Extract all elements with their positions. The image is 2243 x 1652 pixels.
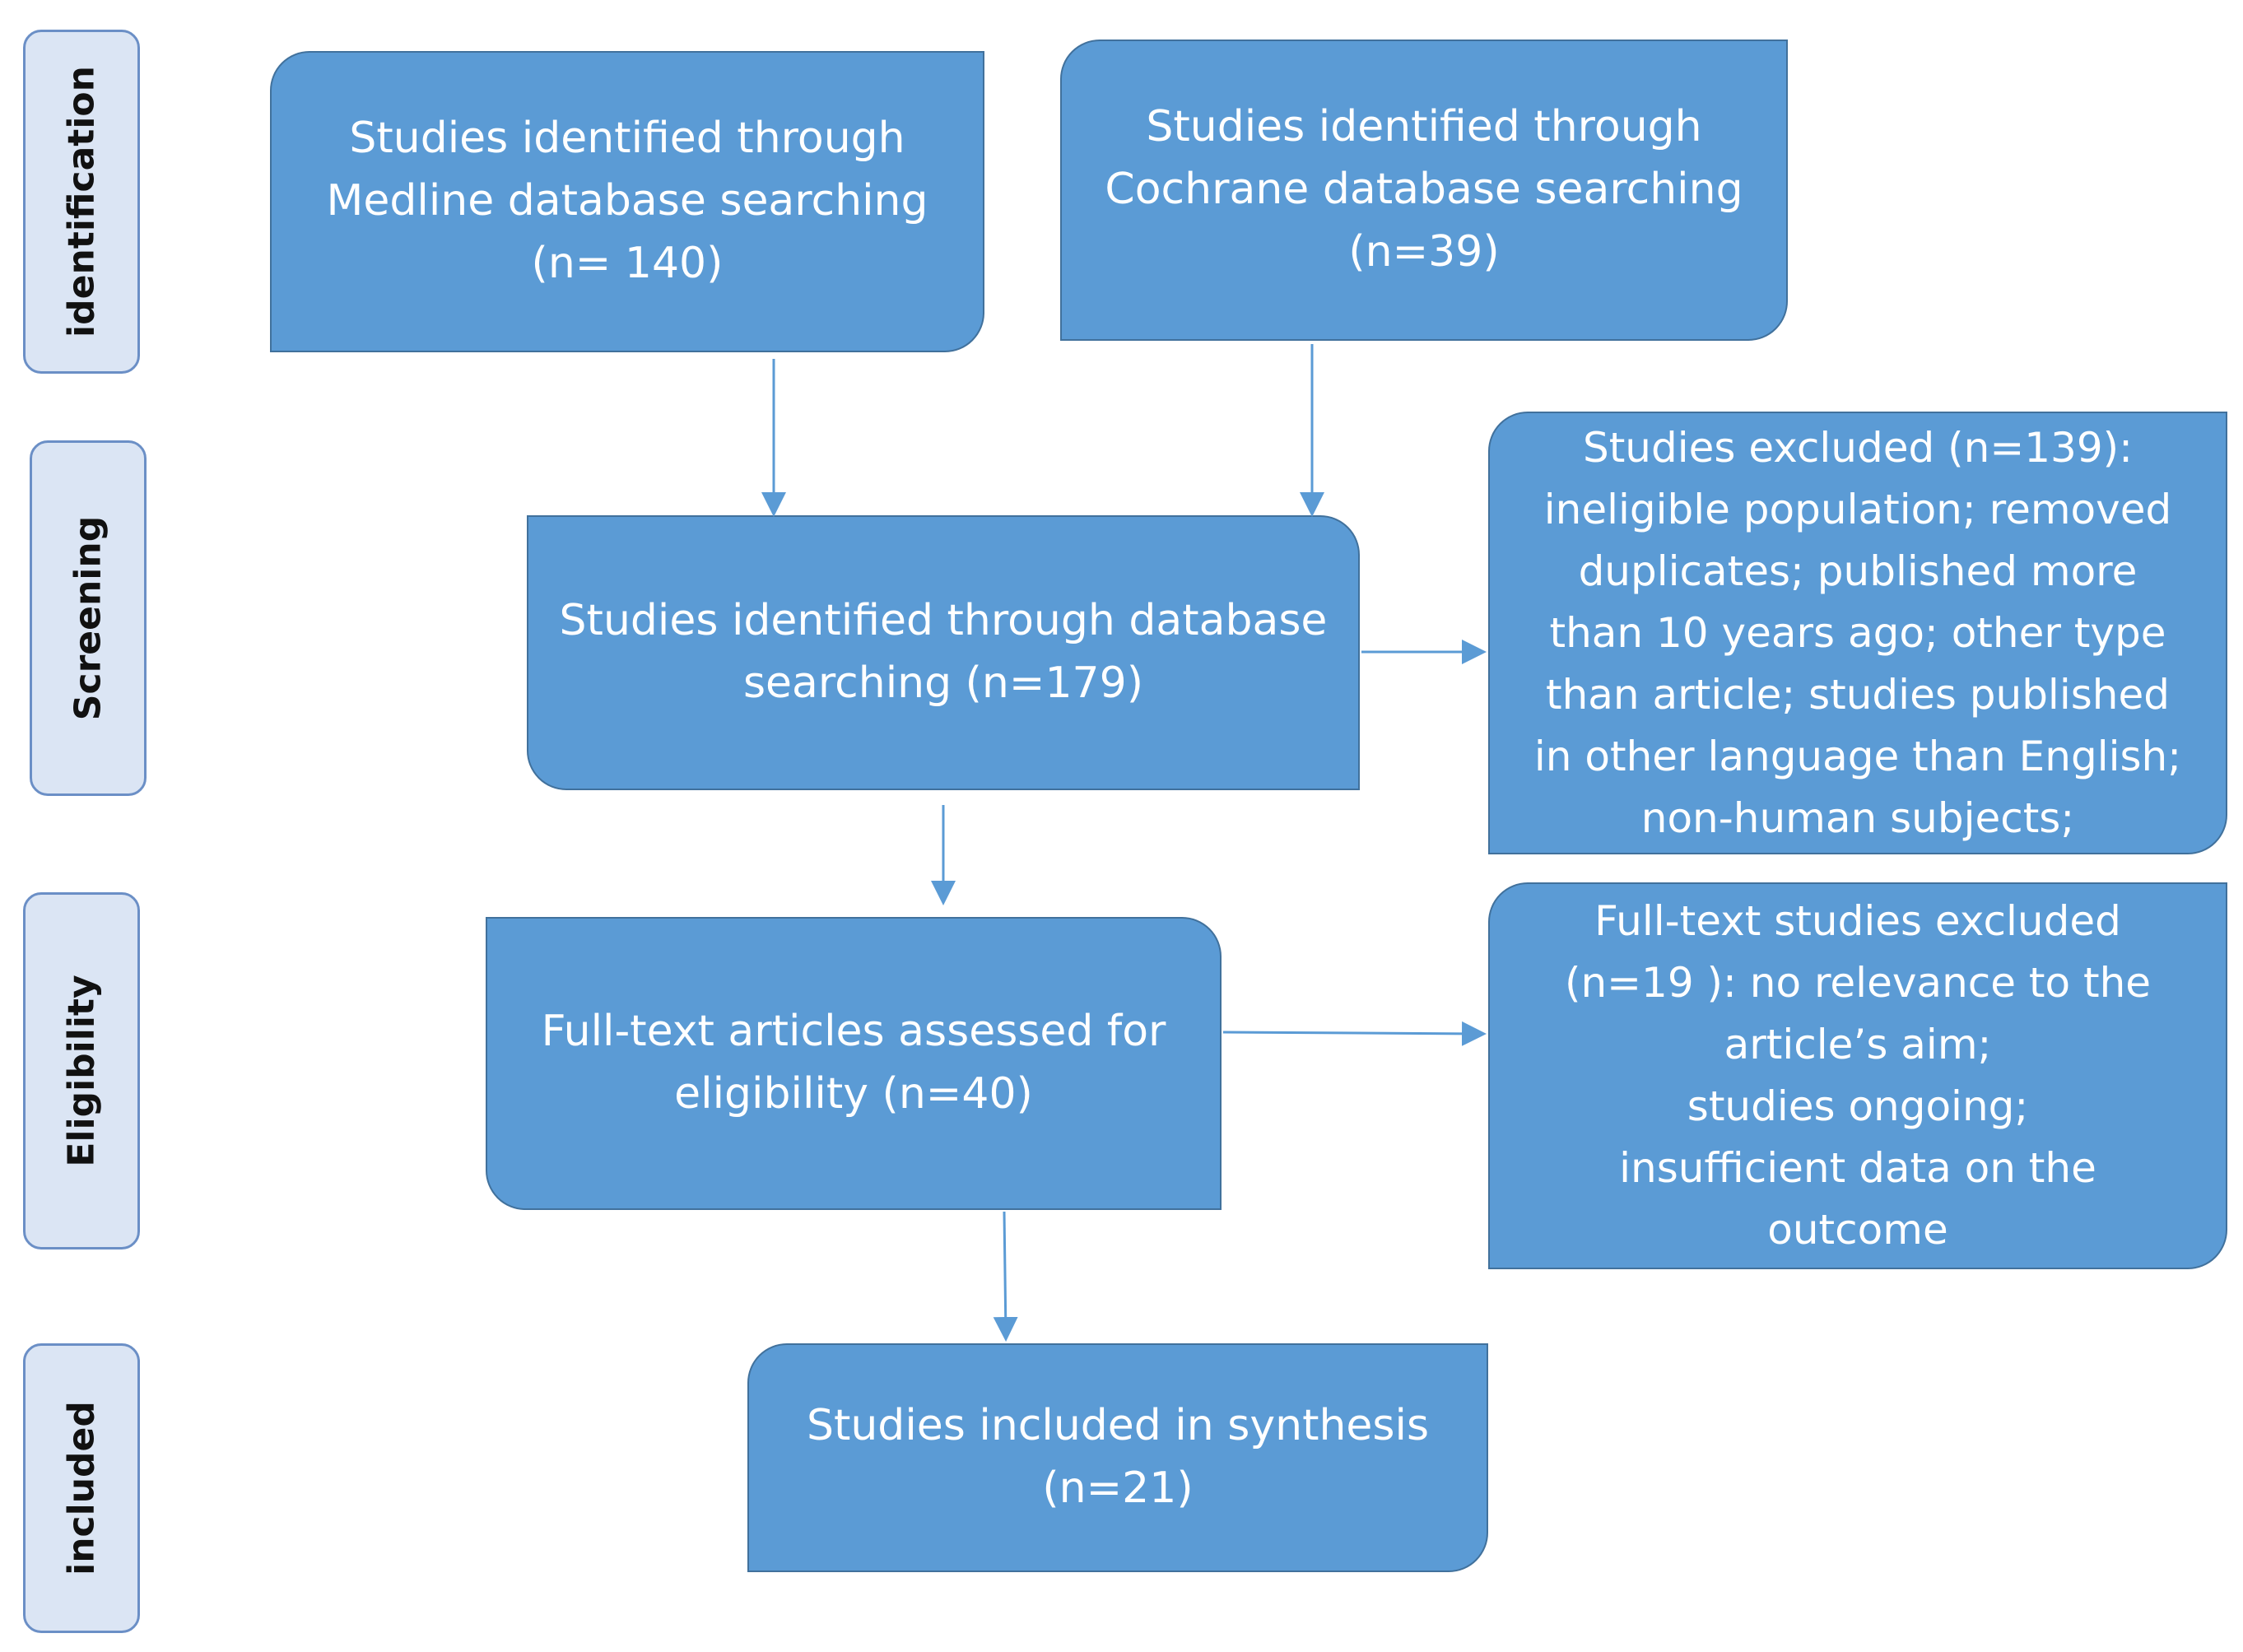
arrow-fulltext-to-included bbox=[993, 1211, 1018, 1342]
arrow-fulltext-to-excluded bbox=[1222, 1021, 1487, 1046]
medline-search-box: Studies identified through Medline datab… bbox=[270, 51, 984, 352]
database-search-text: Studies identified through database sear… bbox=[559, 596, 1328, 708]
cochrane-search-box: Studies identified through Cochrane data… bbox=[1060, 40, 1788, 341]
database-search-box: Studies identified through database sear… bbox=[527, 515, 1360, 790]
studies-excluded-box: Studies excluded (n=139): ineligible pop… bbox=[1488, 412, 2227, 854]
stage-label-included-text: included bbox=[60, 1401, 103, 1575]
fulltext-excluded-box: Full-text studies excluded (n=19 ): no r… bbox=[1488, 882, 2227, 1269]
fulltext-assessed-text: Full-text articles assessed for eligibil… bbox=[541, 1007, 1166, 1119]
included-synthesis-text: Studies included in synthesis (n=21) bbox=[806, 1401, 1430, 1513]
fulltext-excluded-text: Full-text studies excluded (n=19 ): no r… bbox=[1564, 897, 2152, 1254]
stage-label-included: included bbox=[23, 1343, 140, 1633]
cochrane-search-text: Studies identified through Cochrane data… bbox=[1105, 102, 1743, 277]
stage-label-eligibility-text: Eligibility bbox=[60, 975, 103, 1167]
stage-label-screening: Screening bbox=[30, 440, 147, 796]
stage-label-screening-text: Screening bbox=[67, 515, 109, 721]
stage-label-eligibility: Eligibility bbox=[23, 892, 140, 1249]
stage-label-identification: identification bbox=[23, 30, 140, 374]
fulltext-assessed-box: Full-text articles assessed for eligibil… bbox=[486, 917, 1222, 1210]
included-synthesis-box: Studies included in synthesis (n=21) bbox=[747, 1343, 1488, 1572]
medline-search-text: Studies identified through Medline datab… bbox=[326, 114, 928, 288]
stage-label-identification-text: identification bbox=[60, 66, 103, 337]
studies-excluded-text: Studies excluded (n=139): ineligible pop… bbox=[1533, 423, 2182, 842]
